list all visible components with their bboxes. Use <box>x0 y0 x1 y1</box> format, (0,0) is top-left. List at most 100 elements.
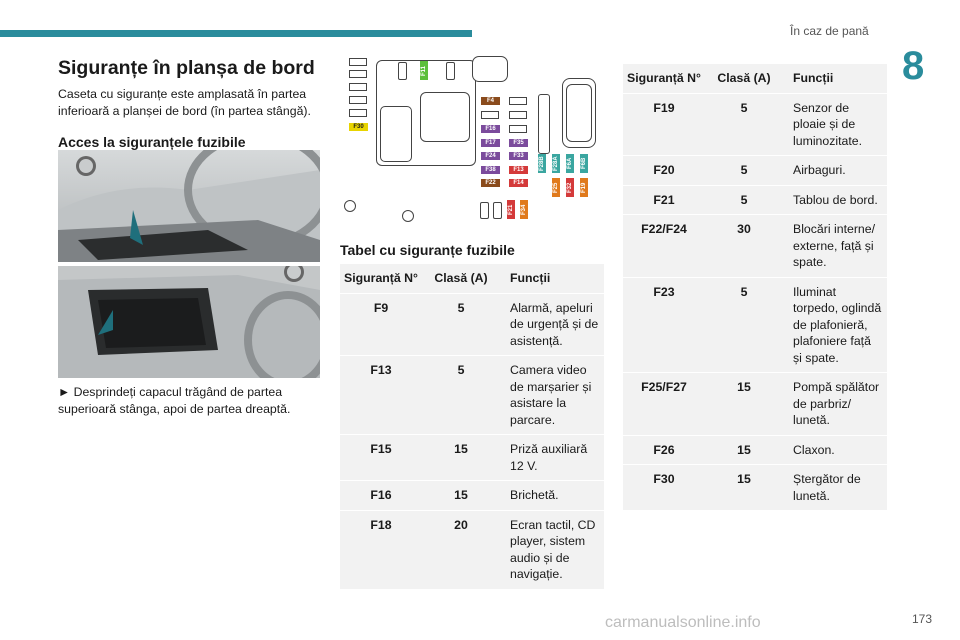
fuse-slot <box>509 97 527 105</box>
fuse-table-title: Tabel cu siguranțe fuzibile <box>340 242 515 258</box>
fuse-label-f22: F22 <box>481 179 500 187</box>
class-cell: 5 <box>422 355 500 435</box>
step-instruction: ► Desprindeți capacul trăgând de partea … <box>58 385 291 416</box>
screw-circle <box>344 200 356 212</box>
watermark: carmanualsonline.info <box>605 614 761 631</box>
class-cell: 5 <box>705 277 783 373</box>
fuse-slot <box>481 111 499 119</box>
function-cell: Iluminat torpedo, oglindă de plafonieră,… <box>783 277 887 373</box>
function-cell: Airbaguri. <box>783 155 887 186</box>
fuse-cell: F13 <box>340 355 422 435</box>
class-cell: 15 <box>705 372 783 436</box>
photo-divider <box>58 262 320 266</box>
fuse-label-f6a: F6A <box>566 154 574 173</box>
function-cell: Ecran tactil, CD player, sistem audio și… <box>500 510 604 590</box>
fuse-cell: F20 <box>623 155 705 186</box>
function-cell: Brichetă. <box>500 480 604 511</box>
fuse-cell: F15 <box>340 434 422 481</box>
function-cell: Tablou de bord. <box>783 185 887 215</box>
page-number: 173 <box>912 612 933 626</box>
dashboard-photo <box>58 150 320 378</box>
fuse-slot <box>349 70 367 78</box>
fuse-label-f14: F14 <box>509 179 528 187</box>
function-cell: Blocări interne/ externe, față și spate. <box>783 214 887 278</box>
header-fuse: Siguranță N° <box>340 264 422 294</box>
page-title: Siguranțe în planșa de bord <box>58 57 315 79</box>
fuse-label-f25: F25 <box>552 178 560 197</box>
fuse-label-f21: F21 <box>507 200 515 219</box>
relay-outline <box>420 92 470 142</box>
function-cell: Camera video de marșarier și asistare la… <box>500 355 604 435</box>
class-cell: 15 <box>705 464 783 511</box>
fuse-slot <box>349 58 367 66</box>
fuse-cell: F22/F24 <box>623 214 705 278</box>
function-cell: Ștergător de lunetă. <box>783 464 887 511</box>
fuse-label-f6b: F6B <box>580 154 588 173</box>
fuse-slot <box>349 109 367 117</box>
fuse-box-diagram: F30 F11 F4 F16 F17 F35 F24 F33 F38 F13 F… <box>340 50 602 230</box>
relay-outline <box>472 56 508 82</box>
class-cell: 20 <box>422 510 500 590</box>
class-cell: 15 <box>705 435 783 465</box>
fuse-slot <box>446 62 455 80</box>
function-cell: Priză auxiliară 12 V. <box>500 434 604 481</box>
screw-circle <box>402 210 414 222</box>
fuse-cell: F30 <box>623 464 705 511</box>
fuse-label-f28b: F28B <box>538 154 546 173</box>
relay-outline <box>380 106 412 162</box>
fuse-label-f19: F19 <box>580 178 588 197</box>
fuse-cell: F19 <box>623 93 705 156</box>
header-class: Clasă (A) <box>705 64 783 94</box>
function-cell: Alarmă, apeluri de urgență și de asisten… <box>500 293 604 356</box>
fuse-label-f13: F13 <box>509 166 528 174</box>
fuse-cell: F9 <box>340 293 422 356</box>
fuse-label-f17: F17 <box>481 139 500 147</box>
fuse-cell: F21 <box>623 185 705 215</box>
fuse-slot <box>398 62 407 80</box>
function-cell: Pompă spălător de parbriz/ lunetă. <box>783 372 887 436</box>
table-header-row: Siguranță N° Clasă (A) Funcții <box>340 264 604 294</box>
intro-paragraph: Caseta cu siguranțe este amplasată în pa… <box>58 87 311 118</box>
class-cell: 15 <box>422 434 500 481</box>
fuse-label-f32: F32 <box>566 178 574 197</box>
fuse-cell: F26 <box>623 435 705 465</box>
top-accent-bar <box>0 30 472 37</box>
fuse-label-f38: F38 <box>481 166 500 174</box>
section-title: În caz de pană <box>790 24 869 38</box>
fuse-label-f16: F16 <box>481 125 500 133</box>
class-cell: 5 <box>705 93 783 156</box>
function-cell: Senzor de ploaie și de luminozitate. <box>783 93 887 156</box>
header-functions: Funcții <box>783 64 887 94</box>
intro-column: Siguranțe în planșa de bord Caseta cu si… <box>58 56 320 150</box>
fuse-label-f24: F24 <box>481 152 500 160</box>
fuse-label-f33: F33 <box>509 152 528 160</box>
fuse-slot <box>349 83 367 91</box>
fuse-label-f30: F30 <box>349 123 368 131</box>
fuse-cell: F18 <box>340 510 422 590</box>
relay-outline <box>538 94 550 154</box>
header-fuse: Siguranță N° <box>623 64 705 94</box>
fuse-slot <box>493 202 502 219</box>
fuse-slot <box>349 96 367 104</box>
fuse-slot <box>509 111 527 119</box>
relay-inner <box>566 84 592 142</box>
fuse-label-f35: F35 <box>509 139 528 147</box>
class-cell: 30 <box>705 214 783 278</box>
fuse-label-f11: F11 <box>420 61 428 80</box>
class-cell: 5 <box>422 293 500 356</box>
